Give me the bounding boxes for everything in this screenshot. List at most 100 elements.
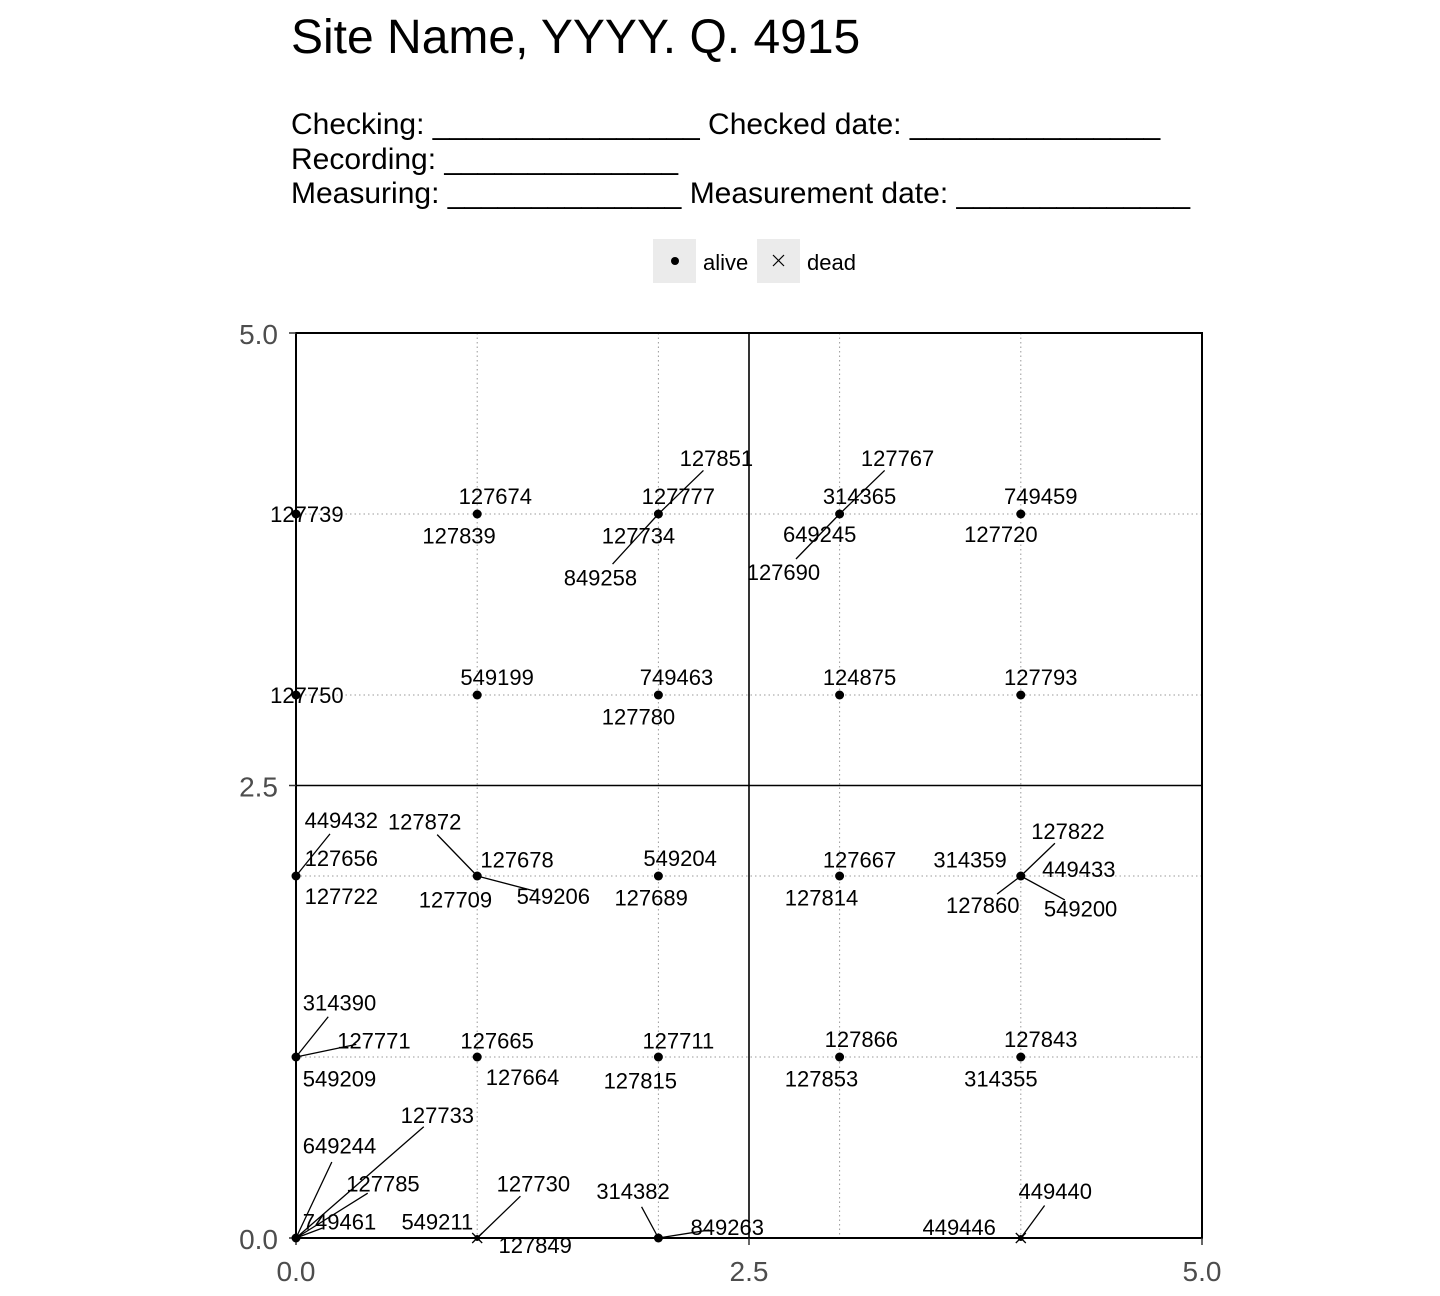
alive-point-marker [472, 509, 482, 519]
point-label: 127853 [785, 1067, 858, 1092]
point-label: 127780 [602, 705, 675, 730]
alive-point-marker [653, 509, 663, 519]
point-label: 127767 [861, 446, 934, 471]
leader-line [295, 833, 331, 877]
leader-line [996, 875, 1022, 895]
point-label: 127665 [460, 1029, 533, 1054]
point-label: 127656 [305, 846, 378, 871]
point-label: 127849 [498, 1233, 571, 1258]
point-label: 127733 [401, 1103, 474, 1128]
point-label: 849258 [564, 565, 637, 590]
point-label: 124875 [823, 665, 896, 690]
checking-row: Checking: ________________ Checked date:… [291, 108, 1161, 141]
point-label: 127750 [270, 683, 343, 708]
point-label: 549206 [517, 884, 590, 909]
y-tick-label: 0.0 [239, 1224, 278, 1255]
measurement-date-label: Measurement date: [690, 177, 948, 210]
alive-point-marker [291, 1052, 301, 1062]
alive-point-marker [291, 509, 301, 519]
alive-point-marker [835, 509, 845, 519]
point-label: 127690 [747, 560, 820, 585]
point-label: 549204 [643, 846, 716, 871]
point-label: 127814 [785, 886, 858, 911]
measurement-date-line: ______________ [956, 177, 1192, 210]
point-label: 127722 [305, 884, 378, 909]
alive-point-marker [835, 690, 845, 700]
recording-row: Recording: ______________ [291, 143, 679, 176]
dead-x-icon [772, 254, 785, 267]
plot-marks: 1277391276741278391278511277771277348492… [270, 446, 1117, 1258]
point-label: 449432 [305, 808, 378, 833]
dead-point-center [474, 1235, 481, 1241]
alive-point-marker [1016, 690, 1026, 700]
point-label: 127777 [642, 484, 715, 509]
x-tick-label: 5.0 [1183, 1256, 1222, 1287]
leader-line [1020, 1205, 1046, 1239]
measuring-line: ______________ [447, 177, 683, 210]
point-label: 127674 [459, 484, 532, 509]
alive-point-marker [835, 1052, 845, 1062]
legend: alive dead [653, 239, 856, 283]
point-label: 127793 [1004, 665, 1077, 690]
x-tick-label: 2.5 [730, 1256, 769, 1287]
legend-label-dead: dead [807, 250, 856, 275]
point-label: 127720 [964, 522, 1037, 547]
alive-point-marker [291, 690, 301, 700]
alive-point-marker [291, 1233, 301, 1243]
checking-line: ________________ [432, 108, 701, 141]
point-label: 314382 [596, 1179, 669, 1204]
point-label: 749461 [303, 1210, 376, 1235]
point-label: 127730 [497, 1172, 570, 1197]
recording-line: ______________ [443, 143, 679, 176]
dead-point-marker [471, 1232, 483, 1244]
point-label: 549200 [1044, 897, 1117, 922]
measuring-row: Measuring: ______________ Measurement da… [291, 177, 1191, 210]
point-label: 127711 [642, 1029, 714, 1054]
alive-point-marker [653, 871, 663, 881]
leader-line [295, 1161, 333, 1239]
leader-line [477, 875, 537, 892]
measuring-label: Measuring: [291, 177, 439, 210]
dead-point-center [1017, 1235, 1024, 1241]
alive-dot-icon [671, 257, 679, 265]
point-label: 127839 [422, 524, 495, 549]
point-label: 127667 [823, 848, 896, 873]
recording-label: Recording: [291, 143, 436, 176]
point-label: 314390 [303, 991, 376, 1016]
alive-point-marker [653, 690, 663, 700]
point-label: 449433 [1042, 857, 1115, 882]
y-tick-label: 5.0 [239, 319, 278, 350]
alive-point-marker [1016, 871, 1026, 881]
legend-label-alive: alive [703, 250, 748, 275]
point-label: 127678 [480, 848, 553, 873]
alive-point-marker [1016, 1052, 1026, 1062]
leader-line [839, 469, 886, 515]
point-label: 127739 [270, 502, 343, 527]
point-label: 127709 [419, 888, 492, 913]
point-label: 549199 [460, 665, 533, 690]
alive-point-marker [291, 871, 301, 881]
point-label: 127866 [825, 1027, 898, 1052]
point-label: 549211 [401, 1210, 473, 1235]
point-label: 127843 [1004, 1027, 1077, 1052]
leader-line [641, 1206, 659, 1239]
point-label: 127822 [1031, 819, 1104, 844]
leader-line [295, 1126, 425, 1239]
point-label: 314365 [823, 484, 896, 509]
point-label: 314355 [964, 1067, 1037, 1092]
point-label: 849263 [691, 1215, 764, 1240]
plot-grid [296, 333, 1202, 1238]
leader-line [658, 1229, 710, 1239]
leader-line [436, 834, 478, 877]
checked-date-line: _______________ [909, 108, 1162, 141]
point-label: 749463 [640, 665, 713, 690]
alive-point-marker [653, 1233, 663, 1243]
alive-point-marker [472, 690, 482, 700]
leader-line [795, 513, 841, 560]
leader-line [612, 513, 659, 565]
point-label: 127771 [337, 1029, 410, 1054]
alive-point-marker [472, 1052, 482, 1062]
leader-line [295, 1192, 369, 1239]
